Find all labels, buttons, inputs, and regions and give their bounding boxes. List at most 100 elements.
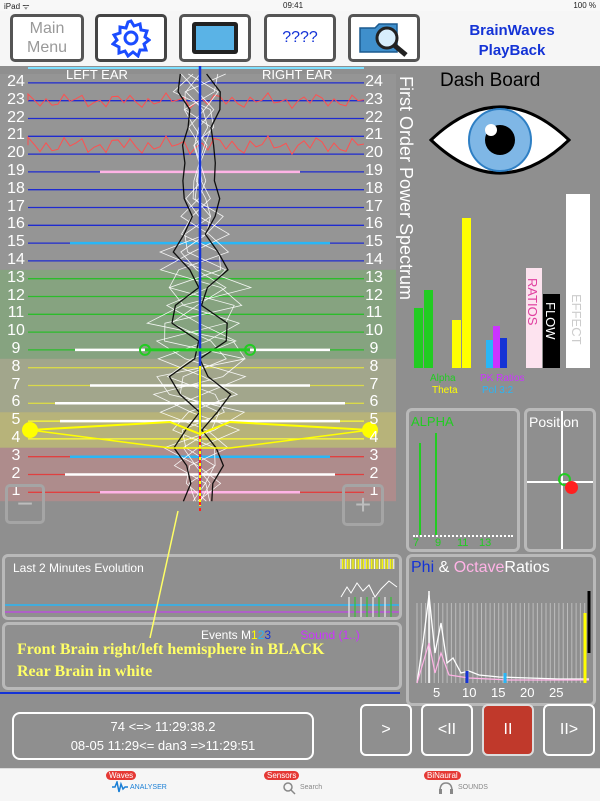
row-label: 14 (7, 250, 25, 268)
next-button[interactable]: > (360, 704, 412, 756)
open-folder-button[interactable] (348, 14, 420, 62)
row-label: 3 (369, 446, 379, 464)
right-ear-label: RIGHT EAR (262, 67, 333, 82)
row-label: 2 (369, 464, 379, 482)
annotation-pointer (149, 510, 179, 639)
row-label: 10 (7, 322, 25, 340)
row-label: 1 (369, 482, 379, 500)
alpha-tick-label: 9 (435, 537, 442, 549)
minus-button[interactable]: − (5, 484, 45, 524)
status-time: 09:41 (283, 1, 304, 10)
phi-tick-label: 25 (549, 685, 564, 700)
folder-search-icon (359, 23, 408, 57)
position-red-marker (565, 481, 578, 494)
octave-trace (416, 642, 589, 684)
tab-label: SOUNDS (458, 784, 488, 791)
event-m2: 2 (257, 628, 265, 642)
forward-button[interactable]: II> (543, 704, 595, 756)
annotation-line2: Rear Brain in white (17, 663, 153, 680)
flow-bar: FLOW (543, 294, 560, 368)
row-label: 7 (369, 375, 379, 393)
legend-pol: Pol 3:2 (482, 385, 514, 396)
phi-tick-label: 10 (462, 685, 477, 700)
settings-button[interactable] (95, 14, 167, 62)
alpha-tick-label: 13 (479, 537, 492, 549)
event-m3: 3 (264, 628, 272, 642)
row-label: 4 (11, 428, 21, 446)
row-label: 10 (365, 322, 383, 340)
alpha-peak (419, 443, 421, 535)
amp-label: & (438, 559, 450, 576)
row-label: 21 (7, 126, 25, 144)
legend-theta: Theta (432, 385, 458, 396)
rear-brain-trace (146, 73, 253, 502)
tab-badge: BiNaural (424, 771, 461, 780)
row-label: 5 (369, 411, 379, 429)
tab-badge: Waves (106, 771, 137, 780)
legend-alpha: Alpha (430, 373, 456, 384)
left-ear-label: LEFT EAR (66, 67, 128, 82)
row-label: 15 (365, 233, 383, 251)
plus-button[interactable]: + (342, 484, 384, 526)
position-panel: Position (524, 408, 596, 552)
row-label: 23 (365, 90, 383, 108)
playback-session: 08-05 11:29<= dan3 =>11:29:51 (70, 738, 256, 753)
evolution-panel: Last 2 Minutes Evolution (2, 554, 402, 620)
event-m1: 1 (251, 628, 258, 642)
row-label: 18 (365, 179, 383, 197)
row-label: 17 (7, 197, 25, 215)
annotation: Front Brain right/left hemisphere in BLA… (17, 639, 324, 683)
display-button[interactable] (179, 14, 251, 62)
tab-analyser[interactable]: Waves ANALYSER (100, 771, 167, 799)
row-label: 24 (365, 72, 383, 90)
main-menu-button[interactable]: Main Menu (10, 14, 84, 62)
position-title: Position (529, 414, 579, 430)
row-label: 6 (369, 393, 379, 411)
row-label: 11 (7, 304, 25, 322)
row-label: 6 (11, 393, 21, 411)
dashboard-title: Dash Board (440, 70, 541, 91)
row-label: 12 (365, 286, 383, 304)
row-label: 15 (7, 233, 25, 251)
pk-ratios-bar (493, 326, 500, 368)
row-label: 19 (7, 161, 25, 179)
battery-status: 100 % (573, 1, 596, 10)
phi-tick-label: 20 (520, 685, 535, 700)
carrier-icon: iPad ᯤ (4, 2, 30, 11)
legend-pk-ratios: PK Ratios (480, 373, 525, 384)
row-label: 20 (7, 144, 25, 162)
tab-sounds[interactable]: BiNaural SOUNDS (420, 771, 500, 799)
ratios-label: RATIOS (525, 278, 540, 326)
spectrum-graph (0, 66, 396, 511)
octave-label: Octave (453, 559, 505, 576)
tab-search[interactable]: Sensors Search (262, 771, 332, 799)
phi-tick-label: 5 (433, 685, 441, 700)
flow-label: FLOW (543, 302, 558, 340)
help-button[interactable]: ???? (264, 14, 336, 62)
playback-time: 74 <=> 11:29:38.2 (110, 719, 216, 734)
app-title-line1: BrainWaves (469, 22, 555, 39)
row-label: 9 (11, 339, 21, 357)
row-label: 8 (11, 357, 21, 375)
tab-label: Search (300, 784, 323, 791)
waveform-icon (112, 781, 128, 793)
tab-label: ANALYSER (130, 784, 167, 791)
rewind-button[interactable]: <II (421, 704, 473, 756)
row-label: 13 (7, 268, 25, 286)
rear-brain-trace (155, 73, 247, 502)
pause-button[interactable]: II (482, 704, 534, 756)
row-label: 13 (365, 268, 383, 286)
events-label: Events M123 Sound (1..) (201, 628, 360, 642)
alpha-axis (413, 535, 513, 540)
events-prefix: Events M (201, 628, 252, 642)
annotation-line1: Front Brain right/left hemisphere in BLA… (17, 641, 325, 658)
row-label: 11 (365, 304, 383, 322)
tab-bar: Waves ANALYSER Sensors Search BiNaural S… (0, 768, 600, 801)
alpha-bar (414, 308, 423, 368)
theta-dot-left (22, 422, 38, 438)
events-panel: Events M123 Sound (1..) Front Brain righ… (2, 622, 402, 690)
alpha-panel-title: ALPHA (411, 414, 454, 429)
alpha-peak (435, 433, 437, 535)
